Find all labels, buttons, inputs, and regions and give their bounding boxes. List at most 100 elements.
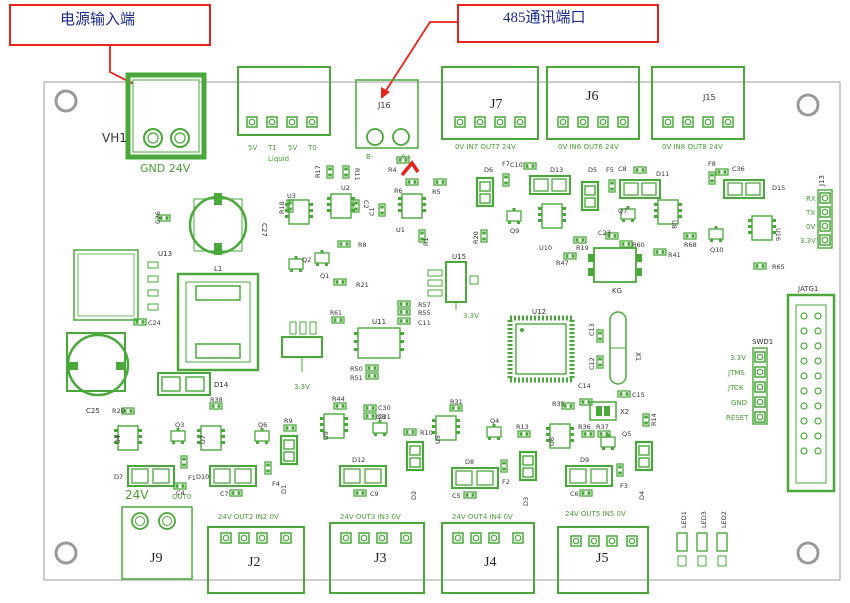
regulator-33v-left [281,321,323,372]
r11-label: R11 [353,168,361,181]
j2-label: J2 [248,555,260,570]
l1-label: L1 [214,265,222,273]
switch-kg [588,247,642,283]
r57-label: R57 [418,301,431,309]
connector-j3 [329,522,425,594]
resistor-r50 [365,364,379,372]
connector-jatg1 [786,293,836,493]
mounting-hole-icon [54,541,78,565]
u12-label: U12 [532,308,546,316]
led-3 [696,532,708,567]
connector-j5 [557,526,649,594]
fuse-f8 [708,171,716,185]
c2-label: C2 [362,200,370,209]
q3-label: Q3 [175,421,184,429]
u11-label: U11 [372,318,386,326]
j7-label: J7 [490,97,502,112]
j6-label: J6 [586,89,598,104]
d14-label: D14 [214,381,229,389]
fuse-f1 [180,455,188,469]
c8-label: C8 [618,165,627,173]
d15-label: D15 [772,184,785,192]
d8-label: D8 [465,458,474,466]
d9-label: D9 [580,456,589,464]
d5-label: D5 [588,166,597,174]
c4-label: C4 [176,489,185,497]
resistor-r51 [365,372,379,380]
liquid-pin-4: T0 [307,144,317,152]
j2-pins: 24V OUT2 IN2 0V [218,513,279,521]
connector-j9 [121,506,193,580]
x2-label: X2 [620,408,629,416]
c30-label: C30 [378,404,391,412]
d1-label: D1 [280,485,288,494]
capacitor-c25 [66,332,130,397]
r4-label: R4 [388,166,397,174]
c1-label: C1 [368,207,376,216]
c14-label: C14 [578,382,591,390]
liquid-pin-2: T1 [267,144,277,152]
r35-label: R35 [552,400,565,408]
r51-label: R51 [350,374,363,382]
fuse-f4 [264,461,272,475]
ic-u13 [73,249,159,321]
transistor-q4 [486,423,502,441]
ic-u2 [326,193,356,219]
transistor-q1 [314,249,330,267]
ic-u1 [397,193,427,219]
inductor-l1 [176,272,260,372]
capacitor-c11 [397,317,411,325]
transistor-q6 [254,427,270,445]
j15-pins: 0V IN8 OUT8 24V [662,143,723,151]
diode-d13 [529,175,571,195]
j13-pin-0v: 0V [806,223,815,231]
resistor-r6 [405,178,419,186]
fuse-f7 [502,173,510,187]
j4-label: J4 [484,555,496,570]
vh1-label: VH1 [102,131,127,145]
led1-label: LED1 [680,511,688,528]
v33-right-label: 3.3V [463,312,479,320]
d7-label: D7 [114,473,123,481]
transistor-q9 [506,207,522,225]
r13-label: R13 [516,423,529,431]
diode-d11 [619,179,661,199]
capacitor-c7 [229,489,243,497]
r1-label: R1 [422,237,430,246]
q8-label: Q8 [376,413,385,421]
u6-label: U6 [548,437,556,446]
diode-d1 [279,434,299,466]
resistor-r9 [283,424,297,432]
r55-label: R55 [418,309,431,317]
c10-label: C10 [510,161,523,169]
mounting-hole-icon [796,541,820,565]
q4-label: Q4 [490,417,499,425]
c11-label: C11 [418,319,431,327]
ic-u10 [537,203,567,229]
liquid-sub: Liquid [268,155,289,163]
jatg1-label: JATG1 [797,285,818,293]
capacitor-c6 [579,489,593,497]
resistor-r60 [619,240,633,248]
j3-pins: 24V OUT3 IN3 0V [340,513,401,521]
connector-liquid [237,66,331,136]
j9-pins: 24V [125,488,149,502]
capacitor-c15 [617,390,631,398]
connector-j6 [546,66,640,140]
callout-485-arrow [384,21,458,93]
swd-pin-jtms: JTMS [727,369,745,377]
f2-label: F2 [502,478,510,486]
swd-pin-reset: RESET [726,414,749,422]
u10-label: U10 [539,244,552,252]
r37-label: R37 [596,423,609,431]
connector-j13 [817,189,833,249]
transistor-q8 [372,419,388,437]
crystal-x1 [609,311,627,385]
c26-label: C26 [154,211,162,224]
diode-d6 [475,176,495,208]
j13-pin-tx: TX [805,209,815,217]
c7-label: C7 [220,490,229,498]
j13-pin-33v: 3.3V [800,237,816,245]
f7-label: F7 [502,160,510,168]
f8-label: F8 [708,160,716,168]
